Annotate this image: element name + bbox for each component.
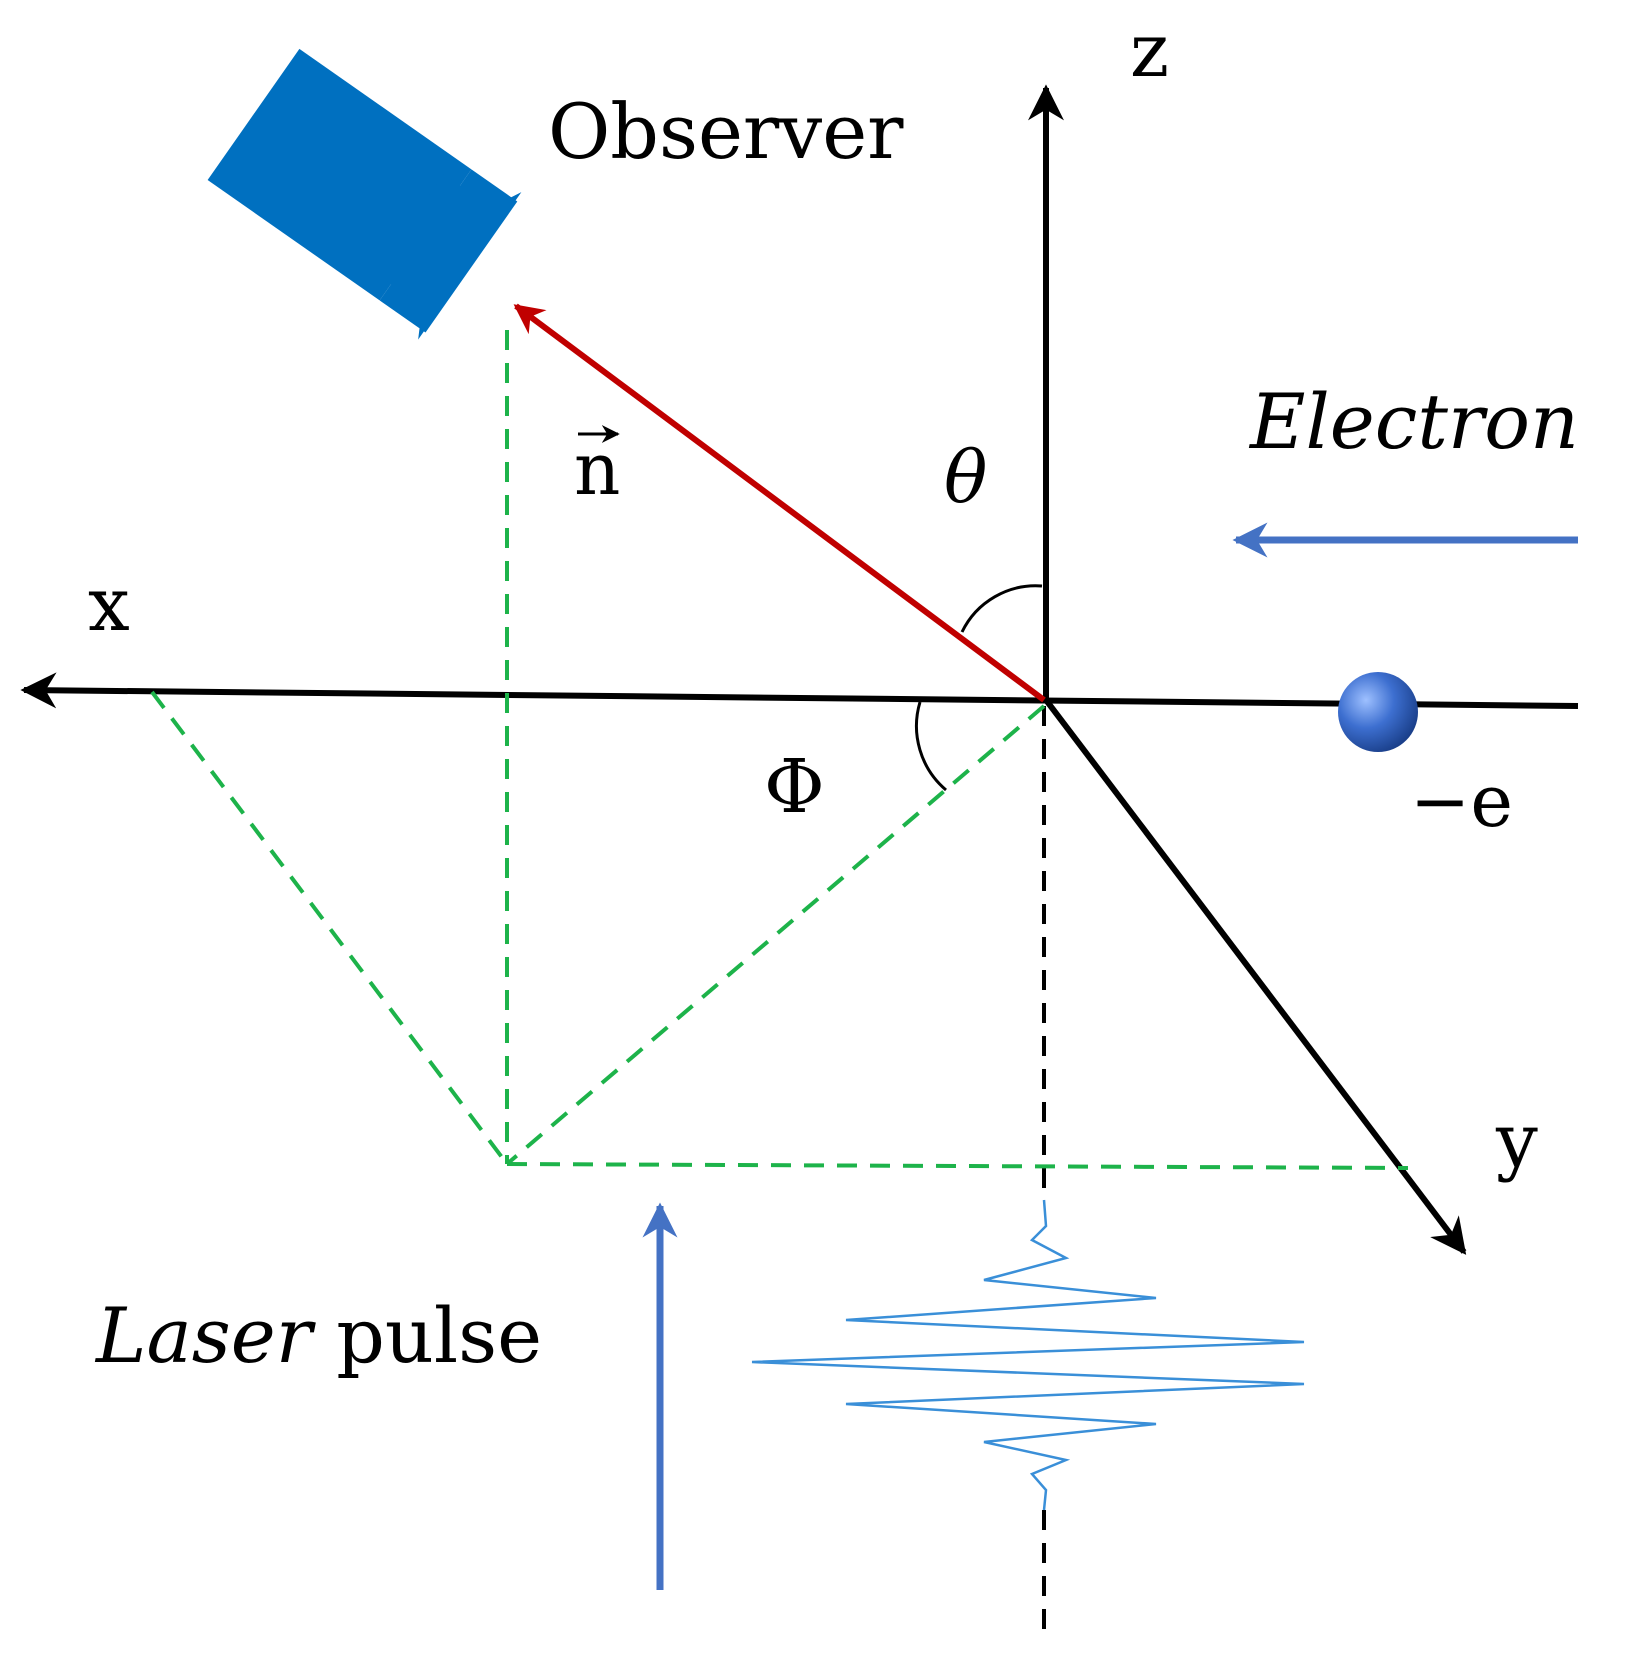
observer-label: Observer bbox=[548, 87, 904, 176]
theta-arc bbox=[960, 584, 1043, 633]
phi-label: Φ bbox=[764, 744, 825, 830]
electron-sphere-icon bbox=[1338, 672, 1418, 752]
laser-pulse-waveform bbox=[751, 1199, 1305, 1511]
y-axis-line bbox=[1043, 698, 1467, 1255]
electron-label: Electron bbox=[1248, 377, 1579, 466]
laser-pulse-label: Laser pulse bbox=[94, 1291, 542, 1380]
theta-label: θ bbox=[944, 435, 987, 519]
svg-text:n: n bbox=[574, 427, 620, 511]
x-axis-line bbox=[20, 672, 1579, 709]
y-axis-label: y bbox=[1495, 1098, 1538, 1184]
projection-lines bbox=[150, 330, 1409, 1170]
n-vector-label: n bbox=[574, 425, 620, 511]
camera-icon bbox=[207, 48, 522, 340]
phi-arc bbox=[915, 701, 947, 792]
charge-label: −e bbox=[1410, 759, 1513, 843]
n-vector-arrow bbox=[513, 303, 1046, 703]
x-axis-label: x bbox=[88, 562, 130, 648]
z-axis-label: z bbox=[1130, 8, 1169, 94]
